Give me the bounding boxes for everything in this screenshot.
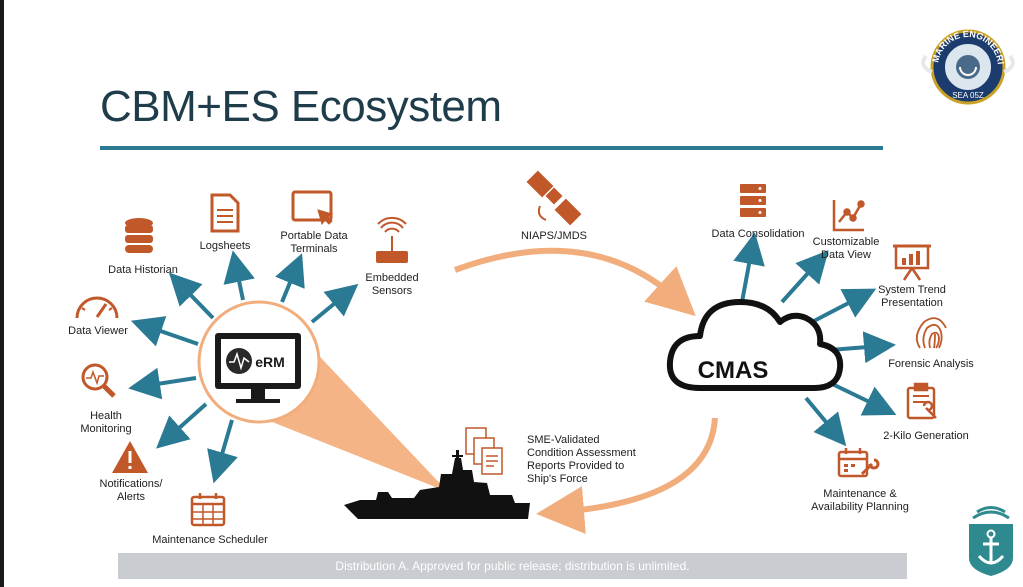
label-data-historian: Data Historian	[108, 264, 178, 276]
calendar-icon	[190, 493, 226, 527]
label-logsheets: Logsheets	[199, 240, 251, 252]
cmas-label: CMAS	[698, 357, 769, 384]
reports-icon	[465, 427, 503, 475]
arrow-data-historian	[168, 272, 215, 320]
gauge-icon	[75, 296, 119, 319]
arrow-data-consolidation	[733, 232, 765, 303]
monitor-icon	[215, 333, 301, 403]
cloud-icon	[666, 299, 844, 391]
label-maintenance-scheduler: Maintenance Scheduler	[152, 534, 268, 546]
calendar-wrench-icon	[837, 448, 880, 478]
arrow-notifications	[156, 402, 208, 449]
distribution-text: Distribution A. Approved for public rele…	[335, 559, 690, 573]
arrow-maintenance-scheduler	[207, 419, 238, 484]
label-sme-reports: SME-Validated Condition Assessment Repor…	[527, 434, 636, 485]
anchor-icon	[969, 506, 1013, 576]
label-forensic-analysis: Forensic Analysis	[888, 358, 974, 370]
arrow-2kilo	[827, 380, 897, 416]
distribution-footer: Distribution A. Approved for public rele…	[118, 553, 907, 579]
document-icon	[210, 193, 240, 233]
server-icon	[740, 184, 766, 217]
flow-arrow-to-ship	[536, 417, 718, 535]
label-data-consolidation: Data Consolidation	[711, 228, 805, 240]
arrow-logsheets	[223, 250, 255, 301]
fingerprint-icon	[915, 317, 947, 349]
arrow-forensic	[829, 331, 896, 364]
label-system-trend-presentation: System Trend Presentation	[878, 284, 946, 309]
label-portable-data-terminals: Portable Data Terminals	[280, 230, 348, 255]
label-embedded-sensors: Embedded Sensors	[365, 272, 419, 297]
left-edge-bar	[0, 0, 4, 587]
arrow-health-monitoring	[128, 367, 197, 400]
clipboard-wrench-icon	[906, 382, 937, 420]
database-icon	[125, 218, 153, 253]
arrow-maintenance-planning	[804, 396, 847, 447]
antenna-icon	[376, 216, 408, 263]
label-data-viewer: Data Viewer	[68, 325, 128, 337]
label-health-monitoring: Health Monitoring	[80, 410, 132, 435]
svg-text:SEA 05Z: SEA 05Z	[952, 91, 984, 100]
arrow-portable-terminals	[275, 253, 305, 303]
arrow-embedded-sensors	[310, 283, 359, 324]
line-chart-icon	[832, 200, 865, 232]
seal-icon: MARINE ENGINEERING SEA 05Z	[916, 28, 1015, 105]
arrow-customizable-view	[780, 250, 829, 304]
warning-icon	[112, 441, 148, 473]
label-customizable-data-view: Customizable Data View	[812, 236, 880, 261]
satellite-icon	[526, 170, 582, 226]
arrow-system-trend	[811, 288, 877, 324]
title-rule	[100, 146, 883, 150]
presentation-chart-icon	[893, 244, 931, 281]
label-notifications-alerts: Notifications/ Alerts	[99, 478, 163, 503]
label-2kilo-generation: 2-Kilo Generation	[883, 430, 969, 442]
erm-label: eRM	[255, 354, 285, 370]
ship-icon	[344, 450, 530, 519]
label-maintenance-availability: Maintenance & Availability Planning	[811, 488, 909, 513]
magnifier-pulse-icon	[81, 363, 116, 398]
tablet-touch-icon	[291, 190, 334, 226]
page-title: CBM+ES Ecosystem	[100, 82, 502, 131]
arrow-data-viewer	[130, 316, 199, 347]
label-niaps-jmds: NIAPS/JMDS	[520, 230, 587, 242]
flow-arrow-to-cmas	[453, 247, 696, 317]
